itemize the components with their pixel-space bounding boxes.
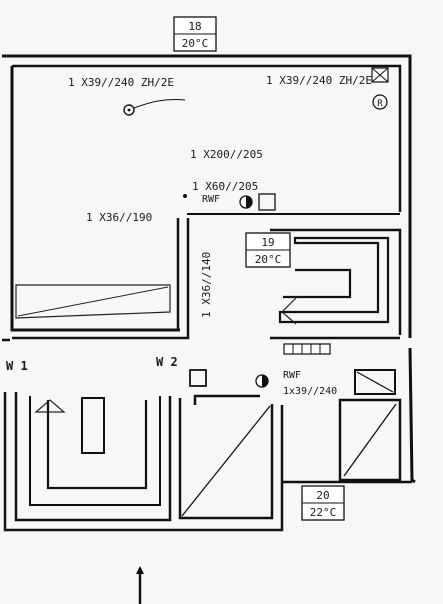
outer-wall-top <box>2 54 412 338</box>
rwf-label-upper: RWF <box>202 194 220 205</box>
inner-wall-room18-left <box>10 66 180 332</box>
radiator-label-center: 1 X200//205 <box>190 148 263 161</box>
room-18-label: 18 20°C <box>173 16 217 52</box>
room-18-number: 18 <box>188 20 201 33</box>
window-2-box <box>189 369 207 387</box>
r-circle-icon: R <box>372 94 388 110</box>
thermostat-icon-lower <box>255 374 269 388</box>
rwf-label-lower: RWF <box>283 370 301 381</box>
lower-left-room-inner <box>14 392 172 522</box>
lower-middle-room <box>178 398 274 520</box>
right-box-diagonal <box>356 371 394 393</box>
window-label-2: W 2 <box>156 355 178 369</box>
staircase <box>278 236 390 325</box>
right-small-box <box>354 369 396 395</box>
window-label-1: W 1 <box>6 359 28 373</box>
radiator-left-room18 <box>15 284 171 319</box>
corridor-wall-left-inner <box>12 218 190 340</box>
room-20-temperature: 22°C <box>310 506 337 519</box>
radiator-label-top-right: 1 X39//240 ZH/2E <box>266 74 372 87</box>
lower-left-room-outline <box>3 392 284 532</box>
crossed-box-icon <box>371 67 389 83</box>
room-19-number: 19 <box>261 236 274 249</box>
room-18-temperature: 20°C <box>182 37 209 50</box>
radiator-label-corridor: 1 X36//140 <box>200 252 213 318</box>
middle-room-top <box>193 394 260 405</box>
stair-small <box>34 397 148 490</box>
svg-text:R: R <box>377 99 383 109</box>
lower-right-room <box>338 398 402 482</box>
lower-left-room-nook <box>29 396 161 506</box>
room-18-outline <box>12 64 402 212</box>
room-20-label: 20 22°C <box>301 485 345 521</box>
radiator-label-small: 1 X60//205 <box>192 180 258 193</box>
radiator-label-lower: 1x39//240 <box>283 386 337 397</box>
middle-room-diagonal <box>181 405 271 517</box>
room-20-number: 20 <box>316 489 329 502</box>
room-19-temperature: 20°C <box>255 253 282 266</box>
radiator-label-left: 1 X36//190 <box>86 211 152 224</box>
pipe-dot <box>183 194 187 198</box>
north-arrow-icon <box>136 566 144 604</box>
room-19-label: 19 20°C <box>245 232 291 268</box>
right-room-diagonal <box>343 403 397 477</box>
radiator-label-top-left: 1 X39//240 ZH/2E <box>68 76 174 89</box>
valve-icon <box>123 99 186 116</box>
radiator-segmented <box>283 343 331 355</box>
room-19-outline <box>270 228 402 335</box>
outer-wall-right <box>408 347 416 484</box>
thermostat-icon <box>239 193 276 211</box>
